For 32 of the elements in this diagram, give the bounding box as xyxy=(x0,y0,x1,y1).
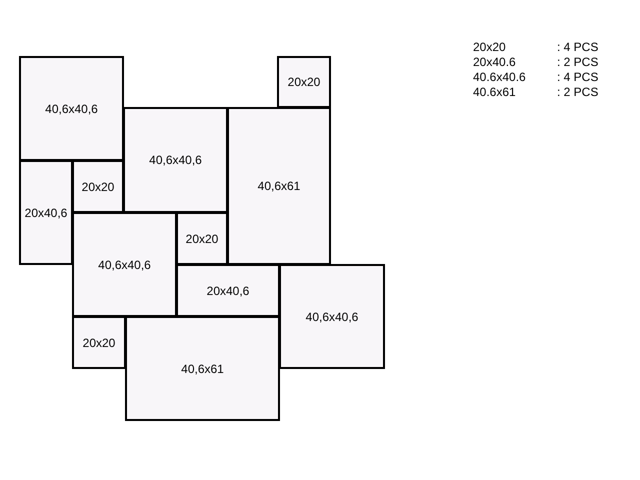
tile-box xyxy=(227,107,331,265)
tile-box xyxy=(279,264,385,369)
tile-size-label: 40,6x40,6 xyxy=(306,310,358,322)
tile-box xyxy=(72,212,177,317)
tile-box xyxy=(19,160,73,265)
quantity-label: : 4 PCS xyxy=(557,70,598,84)
tile-box xyxy=(176,264,280,317)
tile-size-label: 40,6x61 xyxy=(181,362,224,374)
tile-size-label: 20x40,6 xyxy=(206,284,250,296)
tile-size-label: 40,6x40,6 xyxy=(45,102,98,114)
tile-size-label: 20x20 xyxy=(288,76,320,88)
tile-box xyxy=(19,56,124,161)
size-label: 40.6x40.6 xyxy=(473,70,527,84)
size-label: 20x20 xyxy=(473,40,507,54)
tile-box xyxy=(125,316,280,421)
tile-size-label: 20x20 xyxy=(186,232,218,244)
tile-size-label: 20x20 xyxy=(82,180,114,192)
quantity-label: : 4 PCS xyxy=(557,40,598,54)
tile-box xyxy=(72,160,124,213)
size-label: 20x40.6 xyxy=(473,55,517,69)
tile-box xyxy=(277,56,331,108)
size-label: 40.6x61 xyxy=(473,85,517,99)
tile-size-label: 40,6x61 xyxy=(258,180,300,192)
tile-box xyxy=(123,107,228,213)
tile-box xyxy=(176,212,228,265)
quantity-label: : 2 PCS xyxy=(557,85,598,99)
tile-size-label: 40,6x40,6 xyxy=(98,258,151,270)
tile-size-label: 20x40,6 xyxy=(24,206,68,218)
tile-size-label: 20x20 xyxy=(82,336,116,348)
tile-box xyxy=(72,316,126,369)
tile-size-label: 40,6x40,6 xyxy=(149,154,202,166)
quantity-label: : 2 PCS xyxy=(557,55,598,69)
